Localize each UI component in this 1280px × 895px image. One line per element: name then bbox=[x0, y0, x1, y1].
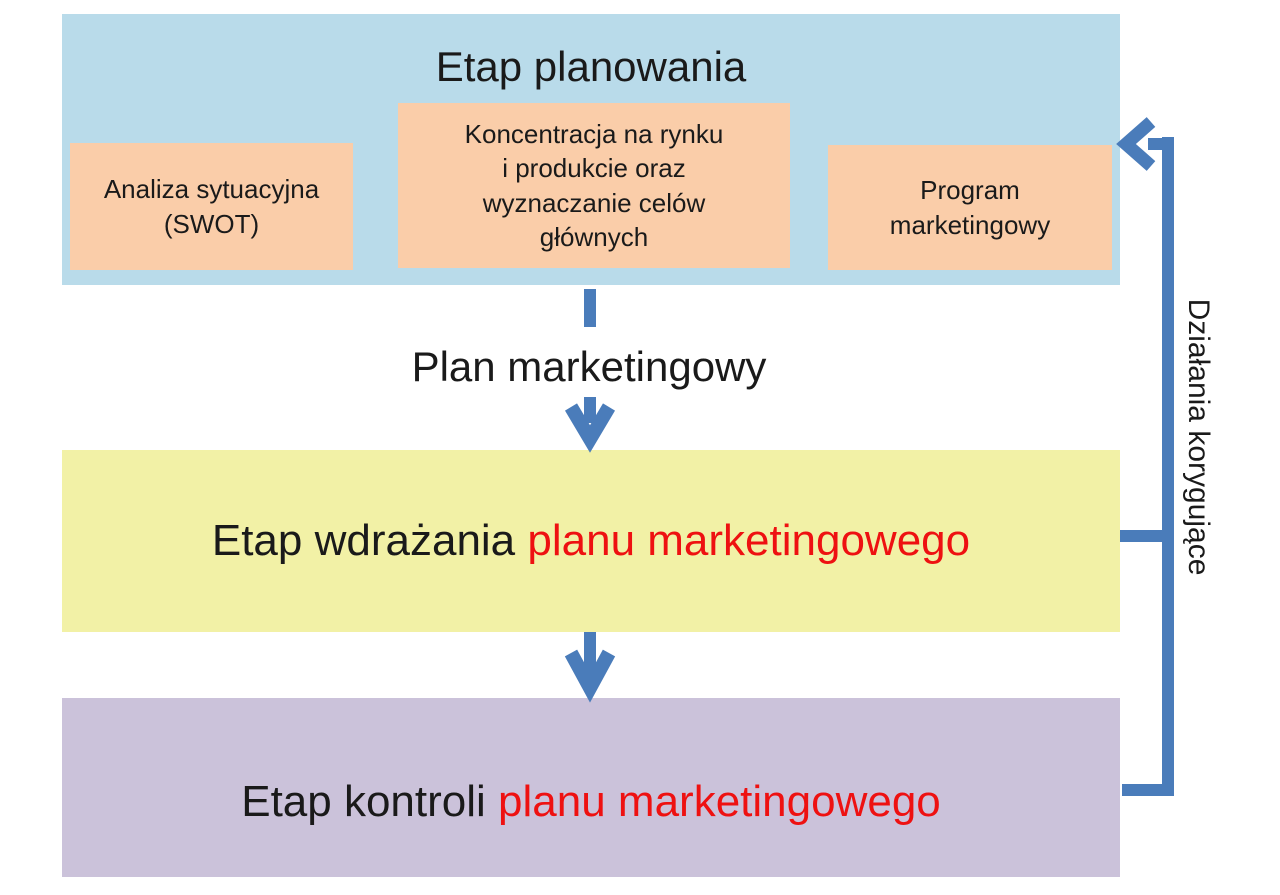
control-feedback-connector bbox=[1122, 784, 1164, 796]
control-stage-text-red: planu marketingowego bbox=[498, 776, 941, 826]
control-stage-text: Etap kontroli planu marketingowego bbox=[241, 777, 941, 827]
plan-to-implementation-arrow-stem bbox=[584, 397, 596, 423]
planning-stage-title: Etap planowania bbox=[435, 43, 747, 90]
implementation-stage-text: Etap wdrażania planu marketingowego bbox=[212, 516, 970, 566]
control-stage-box: Etap kontroli planu marketingowego bbox=[62, 698, 1120, 877]
implementation-to-control-arrowhead-icon bbox=[564, 649, 616, 703]
feedback-top-horizontal-stub bbox=[1148, 138, 1174, 150]
control-stage-text-black: Etap kontroli bbox=[241, 776, 499, 826]
implementation-feedback-connector bbox=[1120, 530, 1164, 542]
corrective-actions-label: Działania korygujące bbox=[1182, 298, 1215, 576]
marketing-program-box: Program marketingowy bbox=[828, 145, 1112, 270]
swot-analysis-box: Analiza sytuacyjna (SWOT) bbox=[70, 143, 353, 270]
implementation-stage-text-black: Etap wdrażania bbox=[211, 516, 528, 565]
implementation-to-control-arrow-stem bbox=[584, 632, 596, 674]
plan-to-implementation-arrowhead-icon bbox=[564, 403, 616, 453]
feedback-left-arrowhead-icon bbox=[1116, 117, 1156, 171]
implementation-stage-text-red: planu marketingowego bbox=[527, 516, 971, 565]
market-focus-box: Koncentracja na rynku i produkcie oraz w… bbox=[398, 103, 790, 268]
feedback-vertical-line bbox=[1162, 137, 1174, 796]
implementation-stage-box: Etap wdrażania planu marketingowego bbox=[62, 450, 1120, 632]
marketing-plan-label: Plan marketingowy bbox=[411, 343, 767, 390]
planning-to-plan-arrow-segment bbox=[584, 289, 596, 327]
